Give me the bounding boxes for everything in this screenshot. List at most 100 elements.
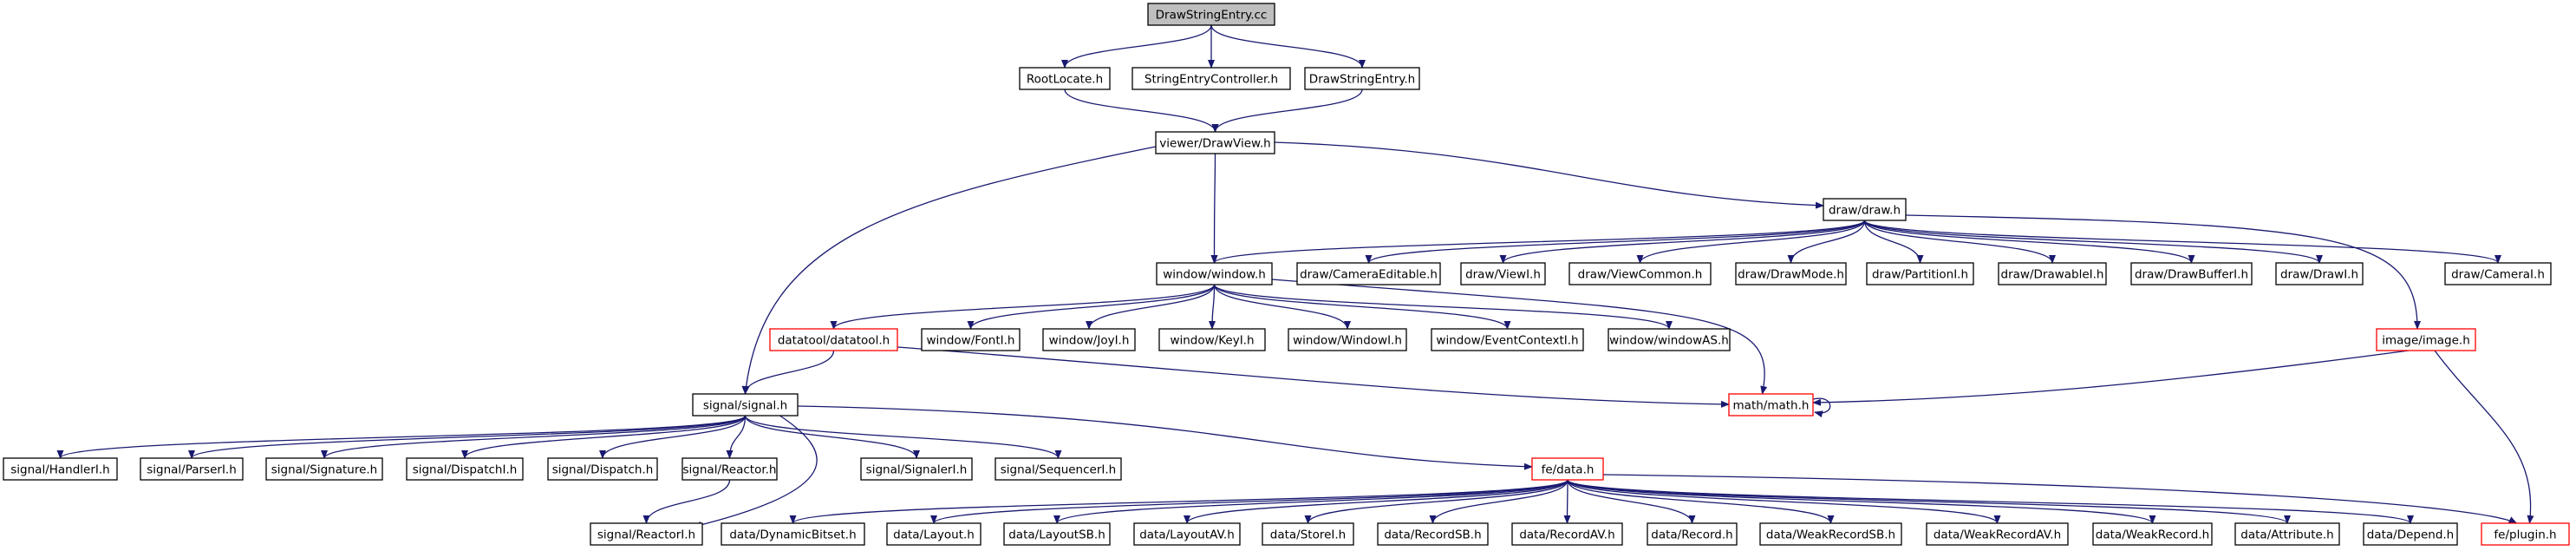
- edge-n6-n10: [1636, 220, 1866, 264]
- node-draw-drawi-h[interactable]: draw/DrawI.h: [2275, 262, 2364, 285]
- edge-n6-n15: [1863, 220, 2323, 264]
- node-label: window/FontI.h: [927, 334, 1015, 348]
- node-window-joyi-h[interactable]: window/JoyI.h: [1042, 328, 1136, 351]
- edge-n17-n25: [741, 350, 835, 395]
- node-draw-viewcommon-h[interactable]: draw/ViewCommon.h: [1568, 262, 1712, 285]
- node-label: signal/Signature.h: [271, 463, 377, 477]
- node-label: data/WeakRecordAV.h: [1934, 528, 2061, 542]
- node-data-weakrecord-h[interactable]: data/WeakRecord.h: [2092, 522, 2213, 546]
- node-draw-draw-h[interactable]: draw/draw.h: [1823, 198, 1907, 221]
- edge-n25-n31: [599, 415, 747, 459]
- node-label: data/StoreI.h: [1270, 528, 1346, 542]
- node-signal-sequenceri-h[interactable]: signal/SequencerI.h: [995, 457, 1122, 481]
- node-draw-drawbufferi-h[interactable]: draw/DrawBufferI.h: [2130, 262, 2253, 285]
- node-label: draw/ViewI.h: [1465, 268, 1541, 282]
- node-label: DrawStringEntry.cc: [1156, 9, 1268, 23]
- node-data-layout-h[interactable]: data/Layout.h: [886, 522, 981, 546]
- node-label: signal/HandlerI.h: [10, 463, 109, 477]
- edge-n35-n42: [1429, 479, 1568, 524]
- node-label: RootLocate.h: [1027, 73, 1103, 87]
- node-math-math-h[interactable]: math/math.h: [1728, 393, 1814, 417]
- node-label: StringEntryController.h: [1145, 73, 1278, 87]
- edge-n25-n27: [56, 415, 747, 459]
- node-data-layoutsb-h[interactable]: data/LayoutSB.h: [1003, 522, 1111, 546]
- node-data-storei-h[interactable]: data/StoreI.h: [1262, 522, 1354, 546]
- edge-n6-n8: [1365, 220, 1866, 264]
- edge-n6-n11: [1787, 220, 1866, 264]
- node-drawstringentry-h[interactable]: DrawStringEntry.h: [1304, 67, 1420, 90]
- node-stringentrycontroller-h[interactable]: StringEntryController.h: [1131, 67, 1291, 90]
- node-label: data/Layout.h: [893, 528, 975, 542]
- node-draw-camerai-h[interactable]: draw/CameraI.h: [2444, 262, 2552, 285]
- node-viewer-drawview-h[interactable]: viewer/DrawView.h: [1155, 131, 1275, 154]
- node-window-keyi-h[interactable]: window/KeyI.h: [1158, 328, 1266, 351]
- node-drawstringentry-cc[interactable]: DrawStringEntry.cc: [1147, 3, 1275, 26]
- node-draw-cameraeditable-h[interactable]: draw/CameraEditable.h: [1296, 262, 1441, 285]
- edge-n35-n39: [1053, 479, 1568, 524]
- node-data-attribute-h[interactable]: data/Attribute.h: [2234, 522, 2340, 546]
- node-rootlocate-h[interactable]: RootLocate.h: [1019, 67, 1111, 90]
- node-data-recordav-h[interactable]: data/RecordAV.h: [1511, 522, 1623, 546]
- node-data-depend-h[interactable]: data/Depend.h: [2363, 522, 2458, 546]
- node-label: window/KeyI.h: [1170, 334, 1254, 348]
- node-label: signal/Dispatch.h: [552, 463, 654, 477]
- node-window-fonti-h[interactable]: window/FontI.h: [921, 328, 1021, 351]
- edge-n7-n18: [967, 284, 1216, 330]
- node-signal-signature-h[interactable]: signal/Signature.h: [265, 457, 383, 481]
- node-data-weakrecordsb-h[interactable]: data/WeakRecordSB.h: [1759, 522, 1902, 546]
- edge-n25-n30: [461, 415, 747, 459]
- node-label: signal/ReactorI.h: [597, 528, 695, 542]
- node-draw-drawmode-h[interactable]: draw/DrawMode.h: [1735, 262, 1847, 285]
- node-datatool-datatool-h[interactable]: datatool/datatool.h: [769, 328, 898, 351]
- node-signal-reactor-h[interactable]: signal/Reactor.h: [681, 457, 778, 481]
- node-label: data/WeakRecord.h: [2096, 528, 2209, 542]
- node-label: data/RecordSB.h: [1384, 528, 1481, 542]
- node-data-weakrecordav-h[interactable]: data/WeakRecordAV.h: [1926, 522, 2069, 546]
- node-label: draw/CameraI.h: [2451, 268, 2545, 282]
- edge-n24-n50: [2434, 350, 2534, 524]
- edge-n25-n32: [726, 415, 747, 459]
- edges-layer: [56, 24, 2534, 528]
- node-signal-signal-h[interactable]: signal/signal.h: [692, 393, 799, 417]
- node-label: draw/DrawMode.h: [1738, 268, 1844, 282]
- node-signal-reactori-h[interactable]: signal/ReactorI.h: [590, 522, 703, 546]
- node-label: fe/data.h: [1542, 463, 1595, 477]
- node-signal-dispatchi-h[interactable]: signal/DispatchI.h: [406, 457, 524, 481]
- node-image-image-h[interactable]: image/image.h: [2376, 328, 2476, 351]
- edge-n25-n28: [188, 415, 747, 459]
- nodes-layer: DrawStringEntry.cc RootLocate.h StringEn…: [3, 3, 2570, 546]
- node-label: signal/ParserI.h: [147, 463, 237, 477]
- node-data-dynamicbitset-h[interactable]: data/DynamicBitset.h: [721, 522, 865, 546]
- node-label: data/Attribute.h: [2240, 528, 2333, 542]
- node-draw-drawablei-h[interactable]: draw/DrawableI.h: [1998, 262, 2107, 285]
- node-draw-partitioni-h[interactable]: draw/PartitionI.h: [1866, 262, 1974, 285]
- node-label: draw/DrawableI.h: [2001, 268, 2104, 282]
- node-window-windowas-h[interactable]: window/windowAS.h: [1608, 328, 1731, 351]
- node-fe-plugin-h[interactable]: fe/plugin.h: [2481, 522, 2570, 546]
- node-data-record-h[interactable]: data/Record.h: [1647, 522, 1738, 546]
- node-window-windowi-h[interactable]: window/WindowI.h: [1288, 328, 1407, 351]
- node-signal-handleri-h[interactable]: signal/HandlerI.h: [3, 457, 118, 481]
- edge-n32-n36: [642, 479, 731, 524]
- node-label: signal/DispatchI.h: [413, 463, 518, 477]
- edge-n25-n34: [744, 415, 1062, 459]
- edge-n35-n48: [1567, 479, 2291, 524]
- node-label: draw/PartitionI.h: [1872, 268, 1968, 282]
- edge-n6-n12: [1863, 220, 1924, 264]
- node-fe-data-h[interactable]: fe/data.h: [1531, 457, 1604, 481]
- node-signal-dispatch-h[interactable]: signal/Dispatch.h: [547, 457, 658, 481]
- node-signal-signaleri-h[interactable]: signal/SignalerI.h: [860, 457, 973, 481]
- node-window-window-h[interactable]: window/window.h: [1156, 262, 1273, 285]
- edge-n1-n2: [1061, 24, 1212, 69]
- node-data-layoutav-h[interactable]: data/LayoutAV.h: [1133, 522, 1241, 546]
- node-window-eventcontexti-h[interactable]: window/EventContextI.h: [1431, 328, 1584, 351]
- node-label: DrawStringEntry.h: [1309, 73, 1415, 87]
- edge-n6-n9: [1499, 220, 1866, 264]
- edge-n17-n26: [897, 346, 1730, 408]
- node-signal-parseri-h[interactable]: signal/ParserI.h: [140, 457, 244, 481]
- edge-n6-n7: [1210, 220, 1866, 264]
- node-draw-viewi-h[interactable]: draw/ViewI.h: [1460, 262, 1546, 285]
- node-data-recordsb-h[interactable]: data/RecordSB.h: [1377, 522, 1489, 546]
- edge-n35-n40: [1184, 479, 1568, 524]
